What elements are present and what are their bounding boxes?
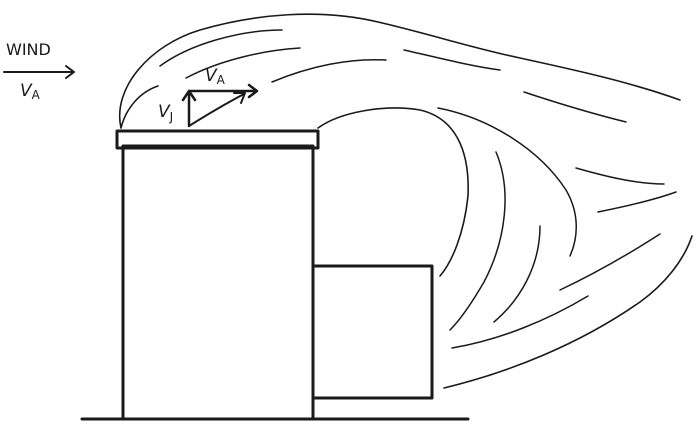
plume-streak: [449, 151, 506, 331]
stack-building: [121, 144, 315, 420]
ambient-velocity-symbol: V: [205, 66, 218, 86]
plume-streak: [559, 233, 661, 291]
wind-velocity-label: VA: [20, 81, 41, 102]
wind-velocity-subscript: A: [32, 88, 41, 102]
ambient-velocity-arrow: [187, 83, 259, 99]
ambient-velocity-label: VA: [205, 66, 226, 87]
plume-streak: [271, 58, 387, 83]
jet-velocity-symbol: V: [158, 102, 171, 122]
plume-lower-boundary: [443, 235, 693, 389]
jet-velocity-subscript: J: [169, 110, 174, 124]
plume-streak: [437, 107, 577, 257]
plume-streak: [403, 49, 501, 71]
wind-velocity-symbol: V: [20, 81, 33, 101]
wind-label: WIND: [6, 40, 51, 59]
plume-streak: [575, 167, 665, 185]
plume-streak: [185, 47, 301, 79]
plume-streak: [451, 295, 589, 349]
jet-velocity-label: VJ: [158, 102, 173, 124]
plume-streak: [597, 191, 677, 213]
plume-inner-boundary: [317, 107, 469, 277]
low-building: [313, 264, 434, 400]
ambient-velocity-subscript: A: [217, 73, 226, 87]
plume-streak: [523, 91, 627, 123]
plume-outline: [118, 13, 681, 129]
jet-velocity-arrow: [181, 89, 197, 128]
stack-cap: [115, 129, 320, 150]
plume-streak: [159, 29, 283, 67]
plume-streak: [493, 225, 541, 323]
wind-arrow: [3, 65, 75, 79]
resultant-velocity-arrow: [188, 92, 246, 127]
